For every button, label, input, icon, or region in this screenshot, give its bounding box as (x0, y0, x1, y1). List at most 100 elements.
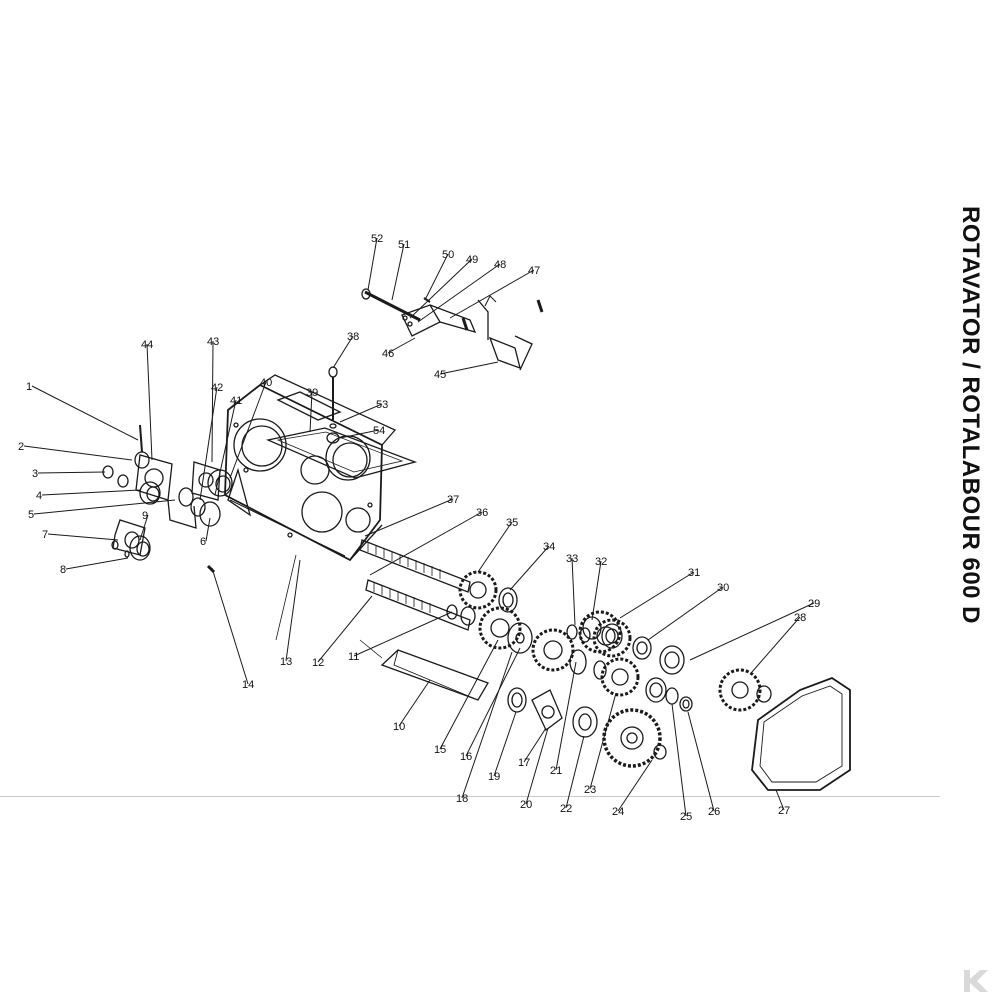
pinion-17 (531, 689, 563, 732)
leader-line-18 (461, 651, 513, 799)
leader-line-53 (339, 403, 383, 423)
document-title-vertical: ROTAVATOR / ROTALABOUR 600 D (940, 170, 1000, 660)
leader-line-23 (589, 692, 617, 790)
part-label-3: 3 (32, 468, 38, 480)
part-label-39: 39 (306, 387, 318, 399)
ring-33 (566, 616, 602, 643)
part-label-48: 48 (494, 259, 506, 271)
gear-28 (718, 668, 772, 712)
part-label-29: 29 (808, 598, 820, 610)
leader-line-27 (775, 789, 785, 811)
part-label-36: 36 (476, 507, 488, 519)
part-label-18: 18 (456, 793, 468, 805)
leader-line-24 (617, 759, 653, 812)
part-label-50: 50 (442, 249, 454, 261)
part-label-21: 21 (550, 765, 562, 777)
leader-line-14 (211, 567, 249, 685)
cover-plate-44 (135, 454, 173, 501)
leader-line-46 (387, 337, 416, 354)
input-shaft (359, 639, 489, 701)
part-label-25: 25 (680, 811, 692, 823)
leader-line-44 (146, 343, 153, 461)
part-label-52: 52 (371, 233, 383, 245)
top-gasket (265, 427, 418, 479)
leader-line-21 (555, 661, 577, 771)
leader-line-22 (565, 735, 585, 809)
leader-line-31 (619, 571, 695, 619)
leader-line-6 (205, 517, 211, 542)
part-label-11: 11 (348, 651, 359, 663)
bearing-29 (645, 645, 685, 703)
leader-line-38 (332, 335, 354, 369)
leader-line-45 (439, 361, 499, 375)
part-label-23: 23 (584, 784, 596, 796)
part-label-4: 4 (36, 490, 42, 502)
leader-line-30 (647, 586, 724, 641)
leader-line-37 (364, 498, 454, 537)
spacer-34 (498, 587, 518, 613)
leader-line-3 (37, 471, 106, 474)
part-label-38: 38 (347, 331, 359, 343)
part-label-31: 31 (688, 567, 700, 579)
part-label-14: 14 (242, 679, 254, 691)
part-label-46: 46 (382, 348, 394, 360)
part-label-30: 30 (717, 582, 729, 594)
leader-line-40 (229, 381, 267, 479)
leader-line-36 (369, 511, 483, 576)
leader-line-2 (23, 445, 133, 461)
lower-shaft (365, 579, 476, 631)
part-label-32: 32 (595, 556, 607, 568)
part-label-45: 45 (434, 369, 446, 381)
part-label-9: 9 (142, 510, 148, 522)
gear-35 (458, 570, 498, 610)
part-label-42: 42 (211, 382, 223, 394)
leader-line-4 (41, 489, 141, 496)
part-label-28: 28 (794, 612, 806, 624)
part-label-40: 40 (260, 377, 272, 389)
gear-16 (478, 606, 533, 654)
leader-line-50 (424, 253, 449, 301)
leader-lines (23, 237, 815, 817)
leader-line-7 (47, 533, 119, 541)
leader-line-28 (751, 616, 801, 673)
part-label-6: 6 (200, 536, 206, 548)
gearbox-housing (224, 374, 397, 641)
part-label-24: 24 (612, 806, 624, 818)
leader-line-39 (309, 391, 313, 433)
part-label-17: 17 (518, 757, 530, 769)
part-label-43: 43 (207, 336, 219, 348)
leader-line-12 (317, 595, 373, 663)
leader-line-13 (285, 559, 301, 662)
leader-line-29 (689, 602, 815, 661)
leader-line-8 (65, 557, 129, 570)
washers-25-26 (665, 687, 693, 712)
part-label-27: 27 (778, 805, 790, 817)
leader-line-35 (477, 521, 513, 573)
leader-line-25 (671, 703, 687, 817)
end-cover-gasket (751, 676, 851, 791)
part-label-15: 15 (434, 744, 446, 756)
gear-cluster-31 (578, 610, 632, 658)
leader-line-42 (199, 386, 218, 501)
part-label-41: 41 (230, 395, 242, 407)
part-label-16: 16 (460, 751, 472, 763)
leader-line-41 (214, 399, 237, 496)
part-label-51: 51 (398, 239, 410, 251)
part-label-19: 19 (488, 771, 500, 783)
document-title: ROTAVATOR / ROTALABOUR 600 D (957, 205, 985, 625)
part-label-47: 47 (528, 265, 540, 277)
leader-line-10 (398, 679, 431, 727)
part-label-13: 13 (280, 656, 292, 668)
part-label-2: 2 (18, 441, 24, 453)
gear-21 (531, 628, 607, 680)
leader-line-17 (523, 727, 547, 763)
leader-line-49 (409, 258, 473, 319)
leader-line-32 (591, 560, 602, 621)
leader-line-9 (139, 514, 149, 541)
leader-line-48 (417, 263, 501, 323)
leader-line-47 (449, 269, 535, 319)
bearing-30 (632, 636, 652, 660)
leader-line-1 (31, 385, 139, 441)
part-label-34: 34 (543, 541, 555, 553)
leader-line-5 (33, 499, 176, 515)
